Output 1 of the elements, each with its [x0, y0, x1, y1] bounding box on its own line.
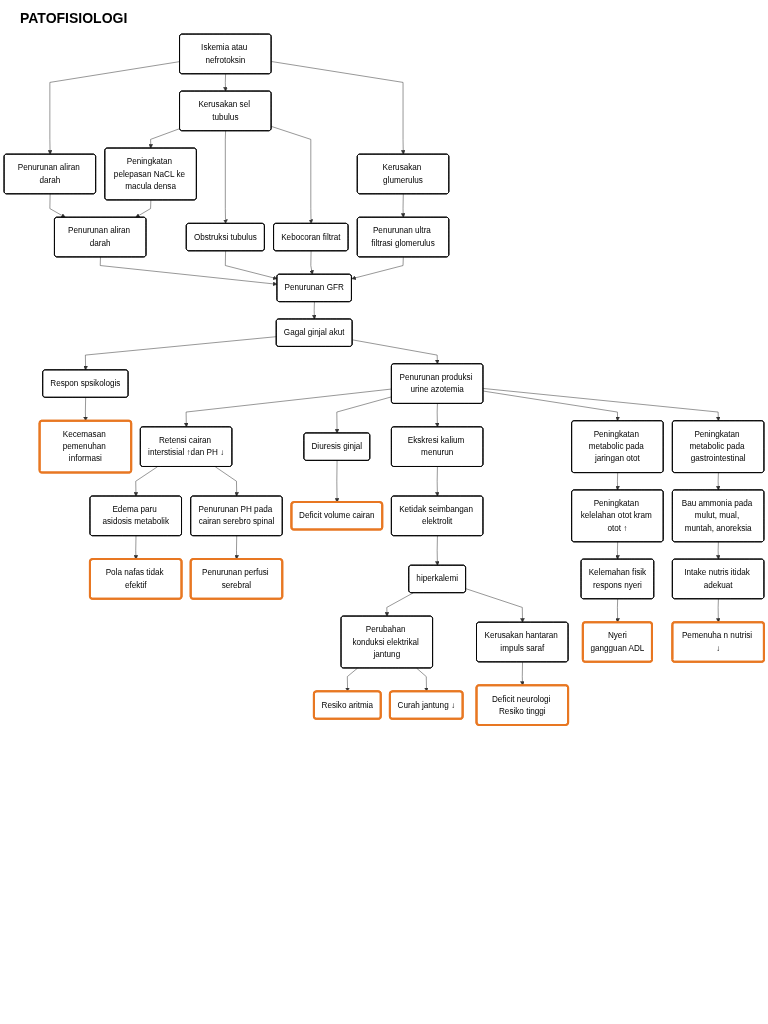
diagram-title: PATOFISIOLOGI — [20, 10, 128, 26]
